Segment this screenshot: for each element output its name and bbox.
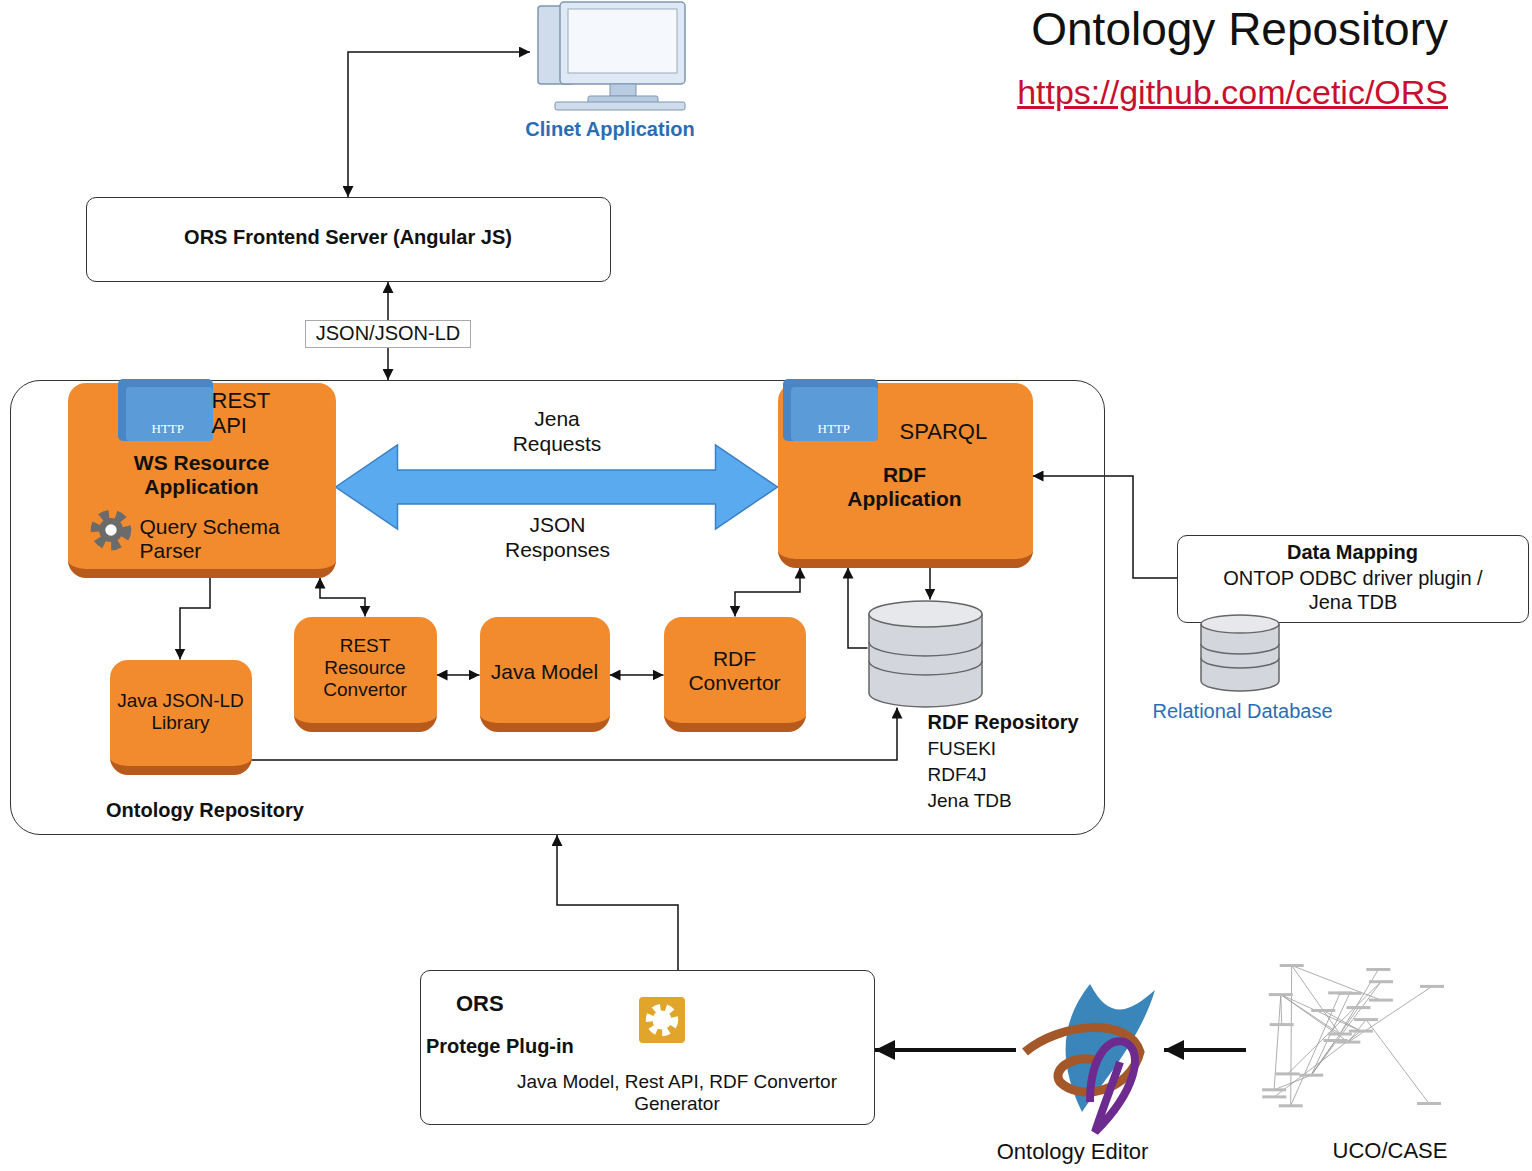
node-text: Java Model, Rest API, RDF Convertor Gene…	[479, 1071, 875, 1116]
node-text: FUSEKI	[928, 738, 1088, 760]
node-text: Java JSON-LD Library	[114, 690, 248, 735]
title: Ontology Repository	[640, 2, 1448, 56]
node-text: HTTP	[152, 421, 212, 436]
database-cylinder: Relational Database	[1135, 614, 1350, 732]
plugin-box: ORS Protege Plug-inJava Model, Rest API, …	[420, 970, 875, 1125]
connector	[735, 568, 800, 617]
connector	[929, 568, 931, 600]
mapping-box: Data MappingONTOP ODBC driver plugin / J…	[1177, 535, 1529, 623]
database-cylinder-shape	[868, 600, 983, 708]
app-box: HTTP SPARQL RDF Application	[778, 383, 1033, 568]
node-text: REST Resource Convertor	[310, 635, 421, 702]
node-text: HTTP	[818, 421, 878, 436]
connector	[1164, 1048, 1246, 1052]
editor-logo: Ontology Editor	[955, 982, 1190, 1167]
node-text: REST API	[212, 388, 292, 440]
connector	[437, 674, 480, 676]
ontology-graph: UCO/CASE	[1250, 948, 1460, 1166]
connector	[557, 835, 678, 970]
node-text: Clinet Application	[505, 118, 715, 142]
node-text: ORS Frontend Server (Angular JS)	[87, 226, 609, 250]
url-link: https://github.com/cetic/ORS	[640, 72, 1448, 112]
database-cylinder: RDF RepositoryFUSEKI RDF4J Jena TDB	[865, 598, 1097, 823]
ontology-graph-shape	[1250, 948, 1445, 1116]
connector	[180, 578, 210, 660]
arrow-label: JSON Responses	[480, 513, 635, 563]
node-text: SPARQL	[900, 419, 1020, 445]
connector	[610, 674, 664, 676]
node-text: WS Resource Application	[88, 451, 316, 501]
connector	[848, 568, 868, 649]
client-icon: Clinet Application	[505, 0, 715, 150]
node-text: RDF Repository	[928, 711, 1096, 735]
node-text: Java Model	[480, 660, 610, 685]
node-text: UCO/CASE	[1322, 1138, 1458, 1164]
component-box: RDF Convertor	[664, 617, 806, 732]
node-text: ONTOP ODBC driver plugin / Jena TDB	[1213, 567, 1493, 614]
component-box: REST Resource Convertor	[294, 617, 437, 732]
node-text: RDF4J	[928, 764, 1088, 786]
node-text: Protege Plug-in	[426, 1035, 626, 1059]
client-icon-shape	[530, 0, 690, 112]
editor-logo-shape	[1020, 982, 1160, 1137]
app-box: HTTPREST API WS Resource ApplicationQuery…	[68, 383, 336, 578]
connector	[348, 52, 530, 197]
node-text: Ontology Editor	[955, 1139, 1190, 1165]
node-text: Query Schema Parser	[140, 515, 305, 565]
node-text: ORS	[456, 991, 556, 1017]
component-box: Java Model	[480, 617, 610, 732]
component-box: Java JSON-LD Library	[110, 660, 252, 775]
node-text: RDF Convertor	[680, 647, 790, 697]
edge-label: Jena Requests	[497, 407, 617, 457]
database-cylinder-shape	[1200, 614, 1280, 692]
node-text: Relational Database	[1135, 700, 1350, 724]
node-text: Ontology Repository	[106, 799, 406, 823]
connector	[875, 1048, 1016, 1052]
connector	[320, 578, 365, 617]
node-text: Data Mapping	[1178, 541, 1527, 565]
node-text: Jena TDB	[928, 790, 1088, 812]
node-text: RDF Application	[840, 463, 970, 513]
edge-label: JSON/JSON-LD	[305, 320, 471, 348]
server-box: ORS Frontend Server (Angular JS)	[86, 197, 611, 282]
